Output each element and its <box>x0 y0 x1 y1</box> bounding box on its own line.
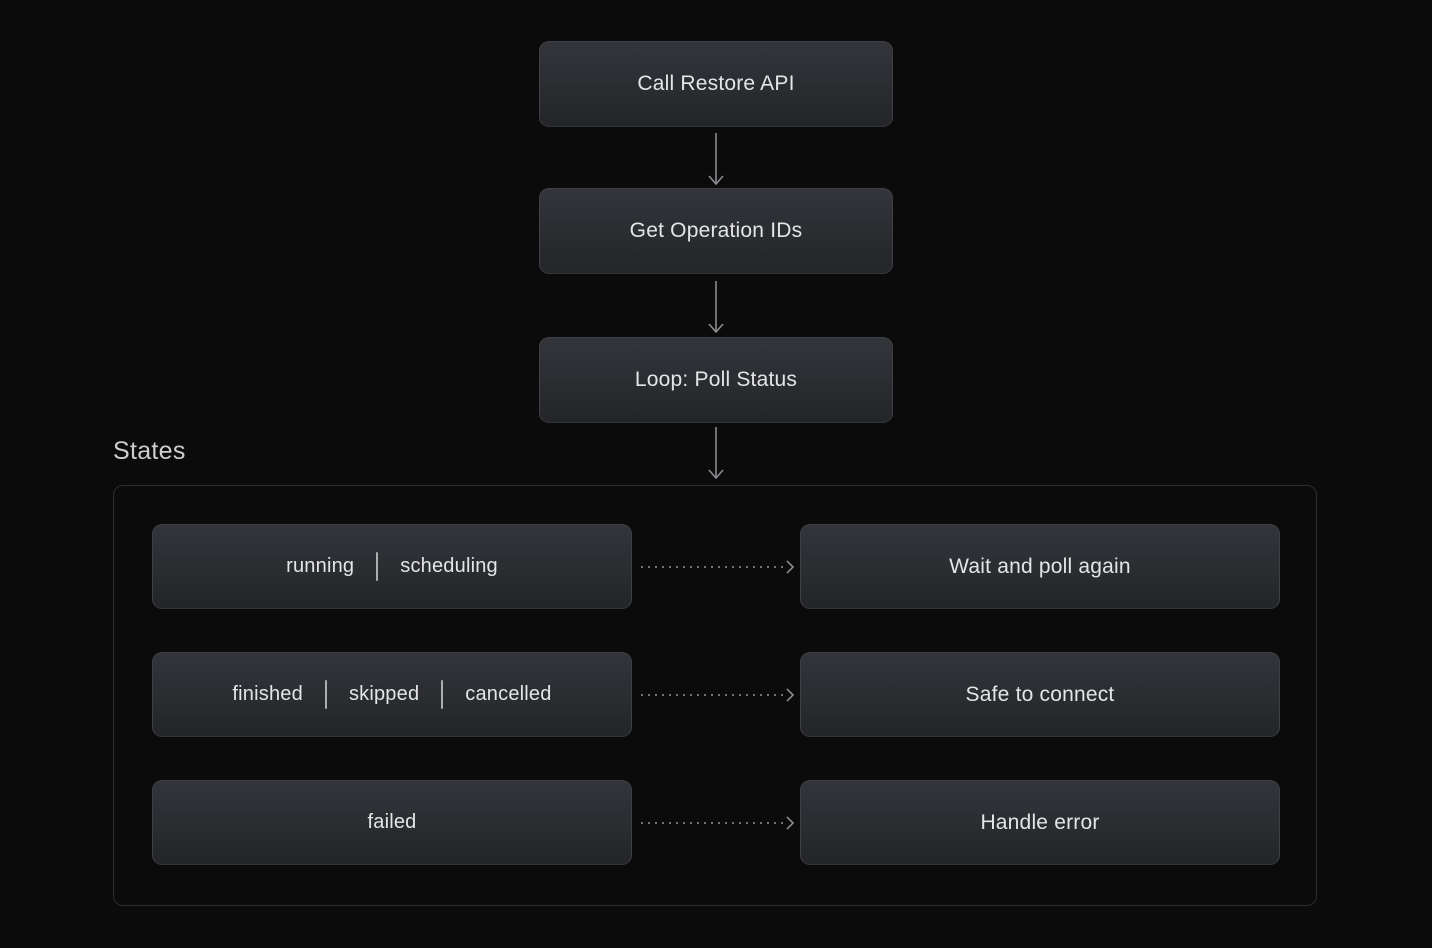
action-label: Wait and poll again <box>949 554 1131 578</box>
pipe-divider <box>376 552 379 581</box>
dashed-arrow-right-icon <box>641 560 795 574</box>
state-label: cancelled <box>465 683 552 705</box>
action-label: Safe to connect <box>965 682 1115 706</box>
state-label: failed <box>367 811 417 833</box>
dashed-arrow-right-icon <box>641 816 795 830</box>
states-group <box>113 485 1317 906</box>
state-label: scheduling <box>400 555 498 577</box>
states-section-label: States <box>113 437 186 465</box>
pipe-divider <box>441 680 444 709</box>
pipe-divider <box>324 680 327 709</box>
arrow-down-icon <box>708 133 724 186</box>
flow-node-get-operation-ids: Get Operation IDs <box>539 188 893 274</box>
action-box-wait-and-poll-again: Wait and poll again <box>800 524 1280 609</box>
flow-node-label: Call Restore API <box>637 72 795 95</box>
flow-node-loop-poll-status: Loop: Poll Status <box>539 337 893 423</box>
state-label: running <box>286 555 355 577</box>
flow-node-call-restore-api: Call Restore API <box>539 41 893 127</box>
state-box-finished-skipped-cancelled: finished skipped cancelled <box>152 652 632 737</box>
flow-node-label: Get Operation IDs <box>629 219 803 242</box>
action-box-handle-error: Handle error <box>800 780 1280 865</box>
state-label: finished <box>232 683 303 705</box>
arrow-down-icon <box>708 427 724 480</box>
state-box-failed: failed <box>152 780 632 865</box>
action-box-safe-to-connect: Safe to connect <box>800 652 1280 737</box>
state-label: skipped <box>348 683 420 705</box>
dashed-arrow-right-icon <box>641 688 795 702</box>
flow-node-label: Loop: Poll Status <box>634 368 798 391</box>
state-box-running-scheduling: running scheduling <box>152 524 632 609</box>
arrow-down-icon <box>708 281 724 334</box>
action-label: Handle error <box>980 810 1100 834</box>
